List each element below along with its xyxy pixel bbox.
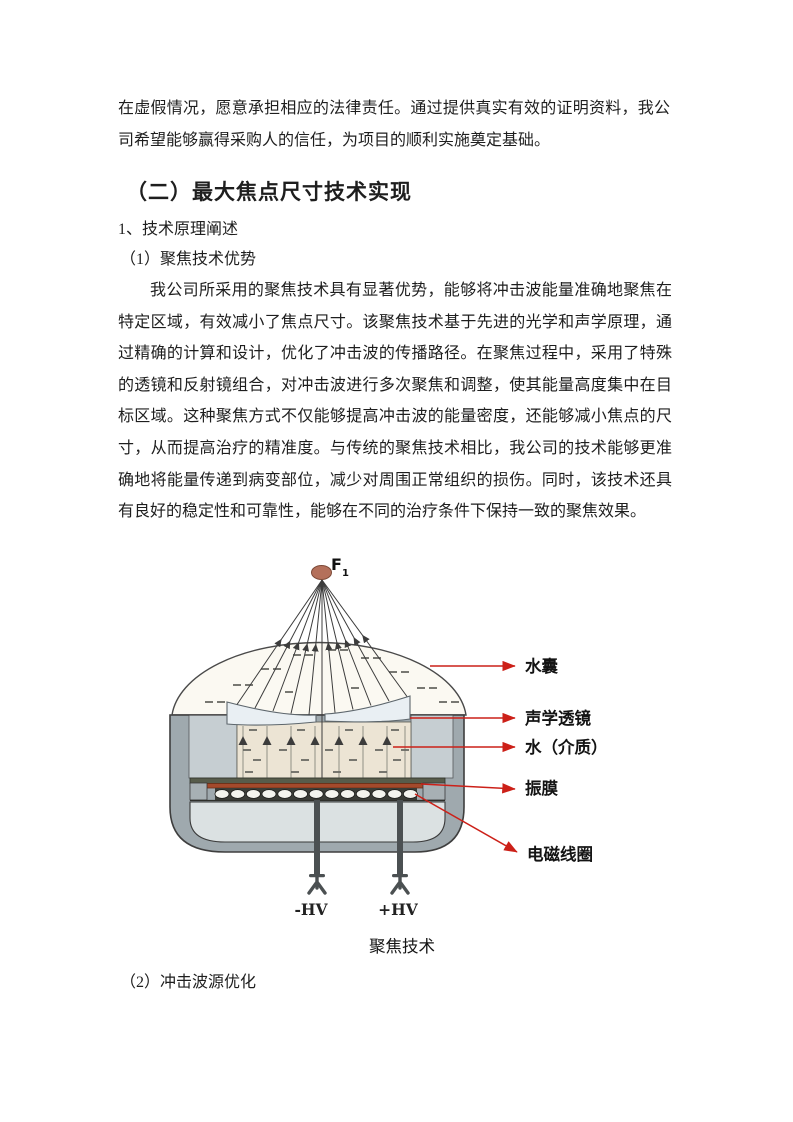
intro-line: 司希望能够赢得采购人的信任，为项目的顺利实施奠定基础。	[118, 131, 551, 149]
water-dashes	[243, 729, 409, 773]
water-up-arrows	[238, 736, 392, 745]
dome-water-dashes	[205, 649, 459, 703]
acoustic-lens	[226, 695, 411, 726]
label-water-medium: 水（介质）	[525, 737, 608, 757]
section-heading: （二）最大焦点尺寸技术实现	[126, 180, 412, 204]
focal-label-sub: 1	[342, 568, 349, 579]
figure-caption: 聚焦技术	[369, 937, 435, 956]
focal-point-dot	[311, 565, 332, 580]
body-paragraph: 我公司所采用的聚焦技术具有显著优势，能够将冲击波能量准确地聚焦在 特定区域，有效…	[118, 275, 672, 528]
body-text-line: 有良好的稳定性和可靠性，能够在不同的治疗条件下保持一致的聚焦效果。	[118, 503, 647, 521]
vibration-membrane	[206, 783, 424, 789]
callout-arrow-coil	[414, 793, 518, 853]
electrode-negative	[307, 800, 327, 895]
body-text-line: 过精确的计算和设计，优化了冲击波的传播路径。在聚焦过程中，采用了特殊	[118, 345, 672, 363]
water-medium-chamber	[236, 721, 412, 779]
sub-heading-1: 1、技术原理阐述	[118, 221, 239, 238]
sub-heading-3: （2）冲击波源优化	[120, 974, 257, 991]
label-water-bag: 水囊	[525, 656, 559, 676]
intro-line: 在虚假情况，愿意承担相应的法律责任。通过提供真实有效的证明资料，我公	[118, 100, 670, 117]
sub-heading-2: （1）聚焦技术优势	[120, 251, 257, 268]
callout-labels: 水囊 声学透镜 水（介质） 振膜 电磁线圈	[524, 656, 608, 864]
positive-hv-label: +HV	[378, 900, 419, 919]
label-acoustic-lens: 声学透镜	[524, 708, 592, 728]
water-column-lines	[242, 726, 406, 778]
body-text-line: 的透镜和反射镜组合，对冲击波进行多次聚焦和调整，使其能量高度集中在目	[118, 376, 672, 394]
water-bag-dome	[171, 641, 467, 716]
body-text-line: 标区域。这种聚焦方式不仅能够提高冲击波的能量密度，还能够减小焦点的尺	[118, 408, 672, 426]
electrode-positive	[390, 800, 410, 895]
focal-point-label: F 1	[331, 555, 349, 579]
body-text-line: 我公司所采用的聚焦技术具有显著优势，能够将冲击波能量准确地聚焦在	[150, 282, 672, 299]
shockwave-rays	[236, 579, 408, 778]
membrane-backing-plate	[189, 777, 446, 784]
body-text-line: 确地将能量传递到病变部位，减少对周围正常组织的损伤。同时，该技术还具	[118, 471, 672, 489]
label-coil: 电磁线圈	[527, 844, 593, 864]
body-text-line: 特定区域，有效减小了焦点尺寸。该聚焦技术基于先进的光学和声学原理，通	[118, 313, 672, 331]
body-text-line: 寸，从而提高治疗的精准度。与传统的聚焦技术相比，我公司的技术能够更准	[118, 439, 672, 457]
negative-hv-label: -HV	[294, 900, 328, 919]
focus-diagram: -HV +HV F 1	[169, 555, 608, 956]
electromagnetic-coil-windings	[214, 789, 418, 799]
casing-inner-wall-left	[188, 714, 238, 779]
focal-label-main: F	[331, 555, 342, 574]
focus-technology-figure: -HV +HV F 1	[165, 552, 645, 967]
callout-arrows	[393, 660, 518, 853]
membrane-end-cap-left	[189, 782, 208, 801]
intro-paragraph: 在虚假情况，愿意承担相应的法律责任。通过提供真实有效的证明资料，我公 司希望能够…	[118, 93, 670, 156]
label-membrane: 振膜	[525, 778, 559, 798]
callout-arrow-membrane	[420, 783, 516, 794]
